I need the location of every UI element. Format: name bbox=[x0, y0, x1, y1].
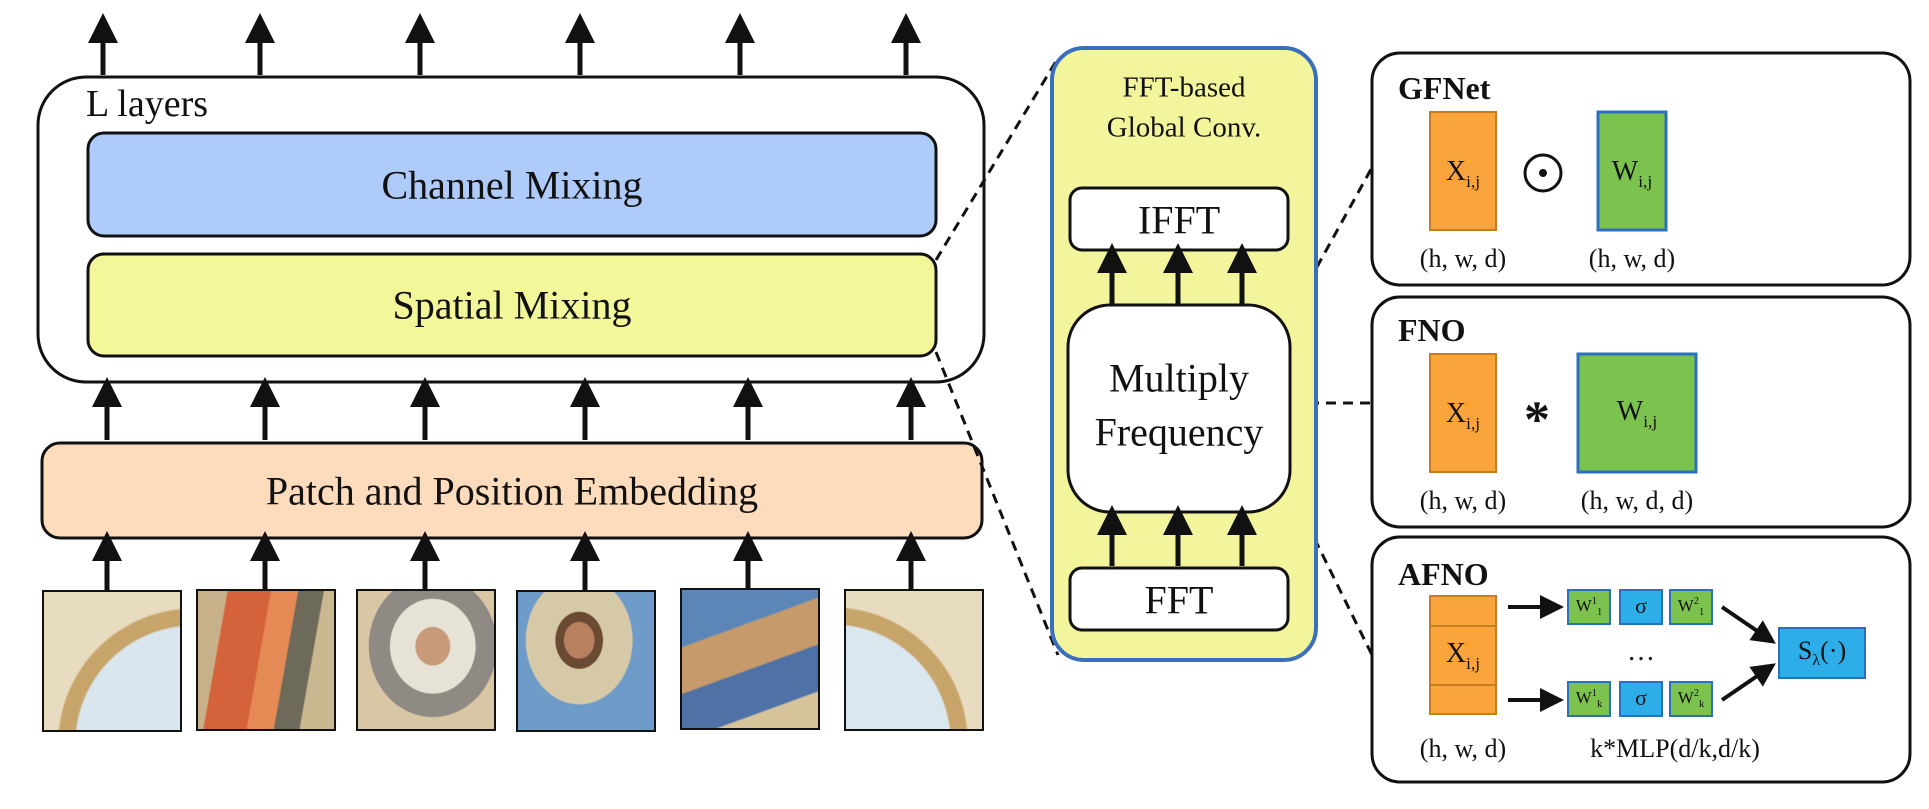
afno-x-block bbox=[1429, 595, 1497, 715]
afno-w2-row1: W21 bbox=[1677, 595, 1705, 619]
afno-mlp-label: k*MLP(d/k,d/k) bbox=[1590, 734, 1760, 763]
image-patch-3 bbox=[356, 589, 496, 731]
afno-x-label: Xi,j bbox=[1445, 638, 1481, 673]
convolution-operator: * bbox=[1524, 391, 1550, 449]
fft-panel-title-2: Global Conv. bbox=[1106, 111, 1262, 144]
fft-label: FFT bbox=[1144, 577, 1214, 623]
hadamard-operator-icon bbox=[1523, 153, 1563, 193]
fft-panel-title-1: FFT-based bbox=[1122, 71, 1246, 104]
image-patch-6 bbox=[844, 589, 984, 731]
multiply-label-2: Frequency bbox=[1094, 409, 1264, 455]
gfnet-x-label: Xi,j bbox=[1445, 156, 1481, 191]
afno-w1-rowk: W1k bbox=[1575, 687, 1603, 711]
spatial-mixing-block bbox=[86, 252, 938, 358]
afno-w1-row1: W11 bbox=[1575, 595, 1603, 619]
afno-sigma-rowk: σ bbox=[1635, 685, 1647, 710]
channel-mixing-label: Channel Mixing bbox=[381, 162, 643, 208]
dashed-connectors bbox=[934, 57, 1392, 656]
afno-sigma-row1: σ bbox=[1635, 593, 1647, 618]
gfnet-w-label: Wi,j bbox=[1611, 156, 1653, 191]
fft-internal-arrows-bottom bbox=[1097, 505, 1257, 566]
layers-label: L layers bbox=[86, 83, 209, 125]
gfnet-w-dims: (h, w, d) bbox=[1588, 244, 1676, 273]
gfnet-x-dims: (h, w, d) bbox=[1419, 244, 1507, 273]
image-patch-5 bbox=[680, 588, 820, 730]
ifft-label: IFFT bbox=[1137, 197, 1221, 243]
gfnet-x-block bbox=[1429, 111, 1497, 231]
image-patch-1 bbox=[42, 590, 182, 732]
spatial-mixing-label: Spatial Mixing bbox=[392, 282, 632, 328]
fno-title: FNO bbox=[1398, 312, 1466, 348]
afno-shrink-label: Sλ(·) bbox=[1797, 635, 1847, 670]
fft-block bbox=[1068, 566, 1290, 632]
afno-w2-rowk: W2k bbox=[1677, 687, 1705, 711]
output-arrows bbox=[88, 13, 921, 75]
afno-x-dims: (h, w, d) bbox=[1419, 734, 1507, 763]
embedding-label: Patch and Position Embedding bbox=[265, 468, 759, 514]
fno-w-block bbox=[1576, 352, 1698, 474]
fno-w-dims: (h, w, d, d) bbox=[1580, 486, 1694, 515]
patch-to-embedding-arrows bbox=[92, 531, 926, 590]
afno-title: AFNO bbox=[1398, 556, 1489, 592]
patch-embedding-block bbox=[40, 441, 984, 540]
fno-x-label: Xi,j bbox=[1445, 398, 1481, 433]
fno-x-dims: (h, w, d) bbox=[1419, 486, 1507, 515]
fft-internal-arrows-top bbox=[1097, 243, 1257, 305]
image-patch-4 bbox=[516, 590, 656, 732]
afno-box bbox=[1370, 535, 1912, 784]
image-patch-2 bbox=[196, 589, 336, 731]
fno-x-block bbox=[1429, 353, 1497, 473]
afno-shrink-block bbox=[1778, 627, 1866, 679]
embedding-to-layers-arrows bbox=[92, 377, 926, 440]
channel-mixing-block bbox=[86, 131, 938, 238]
multiply-label-1: Multiply bbox=[1108, 355, 1250, 401]
gfnet-w-block bbox=[1596, 110, 1668, 232]
afno-dots: … bbox=[1627, 636, 1655, 667]
gfnet-title: GFNet bbox=[1398, 70, 1491, 106]
fno-w-label: Wi,j bbox=[1616, 396, 1658, 431]
afno-mlp-row-k bbox=[1567, 681, 1713, 717]
afno-mlp-row-1 bbox=[1567, 589, 1713, 625]
afno-arrows bbox=[1508, 595, 1776, 712]
